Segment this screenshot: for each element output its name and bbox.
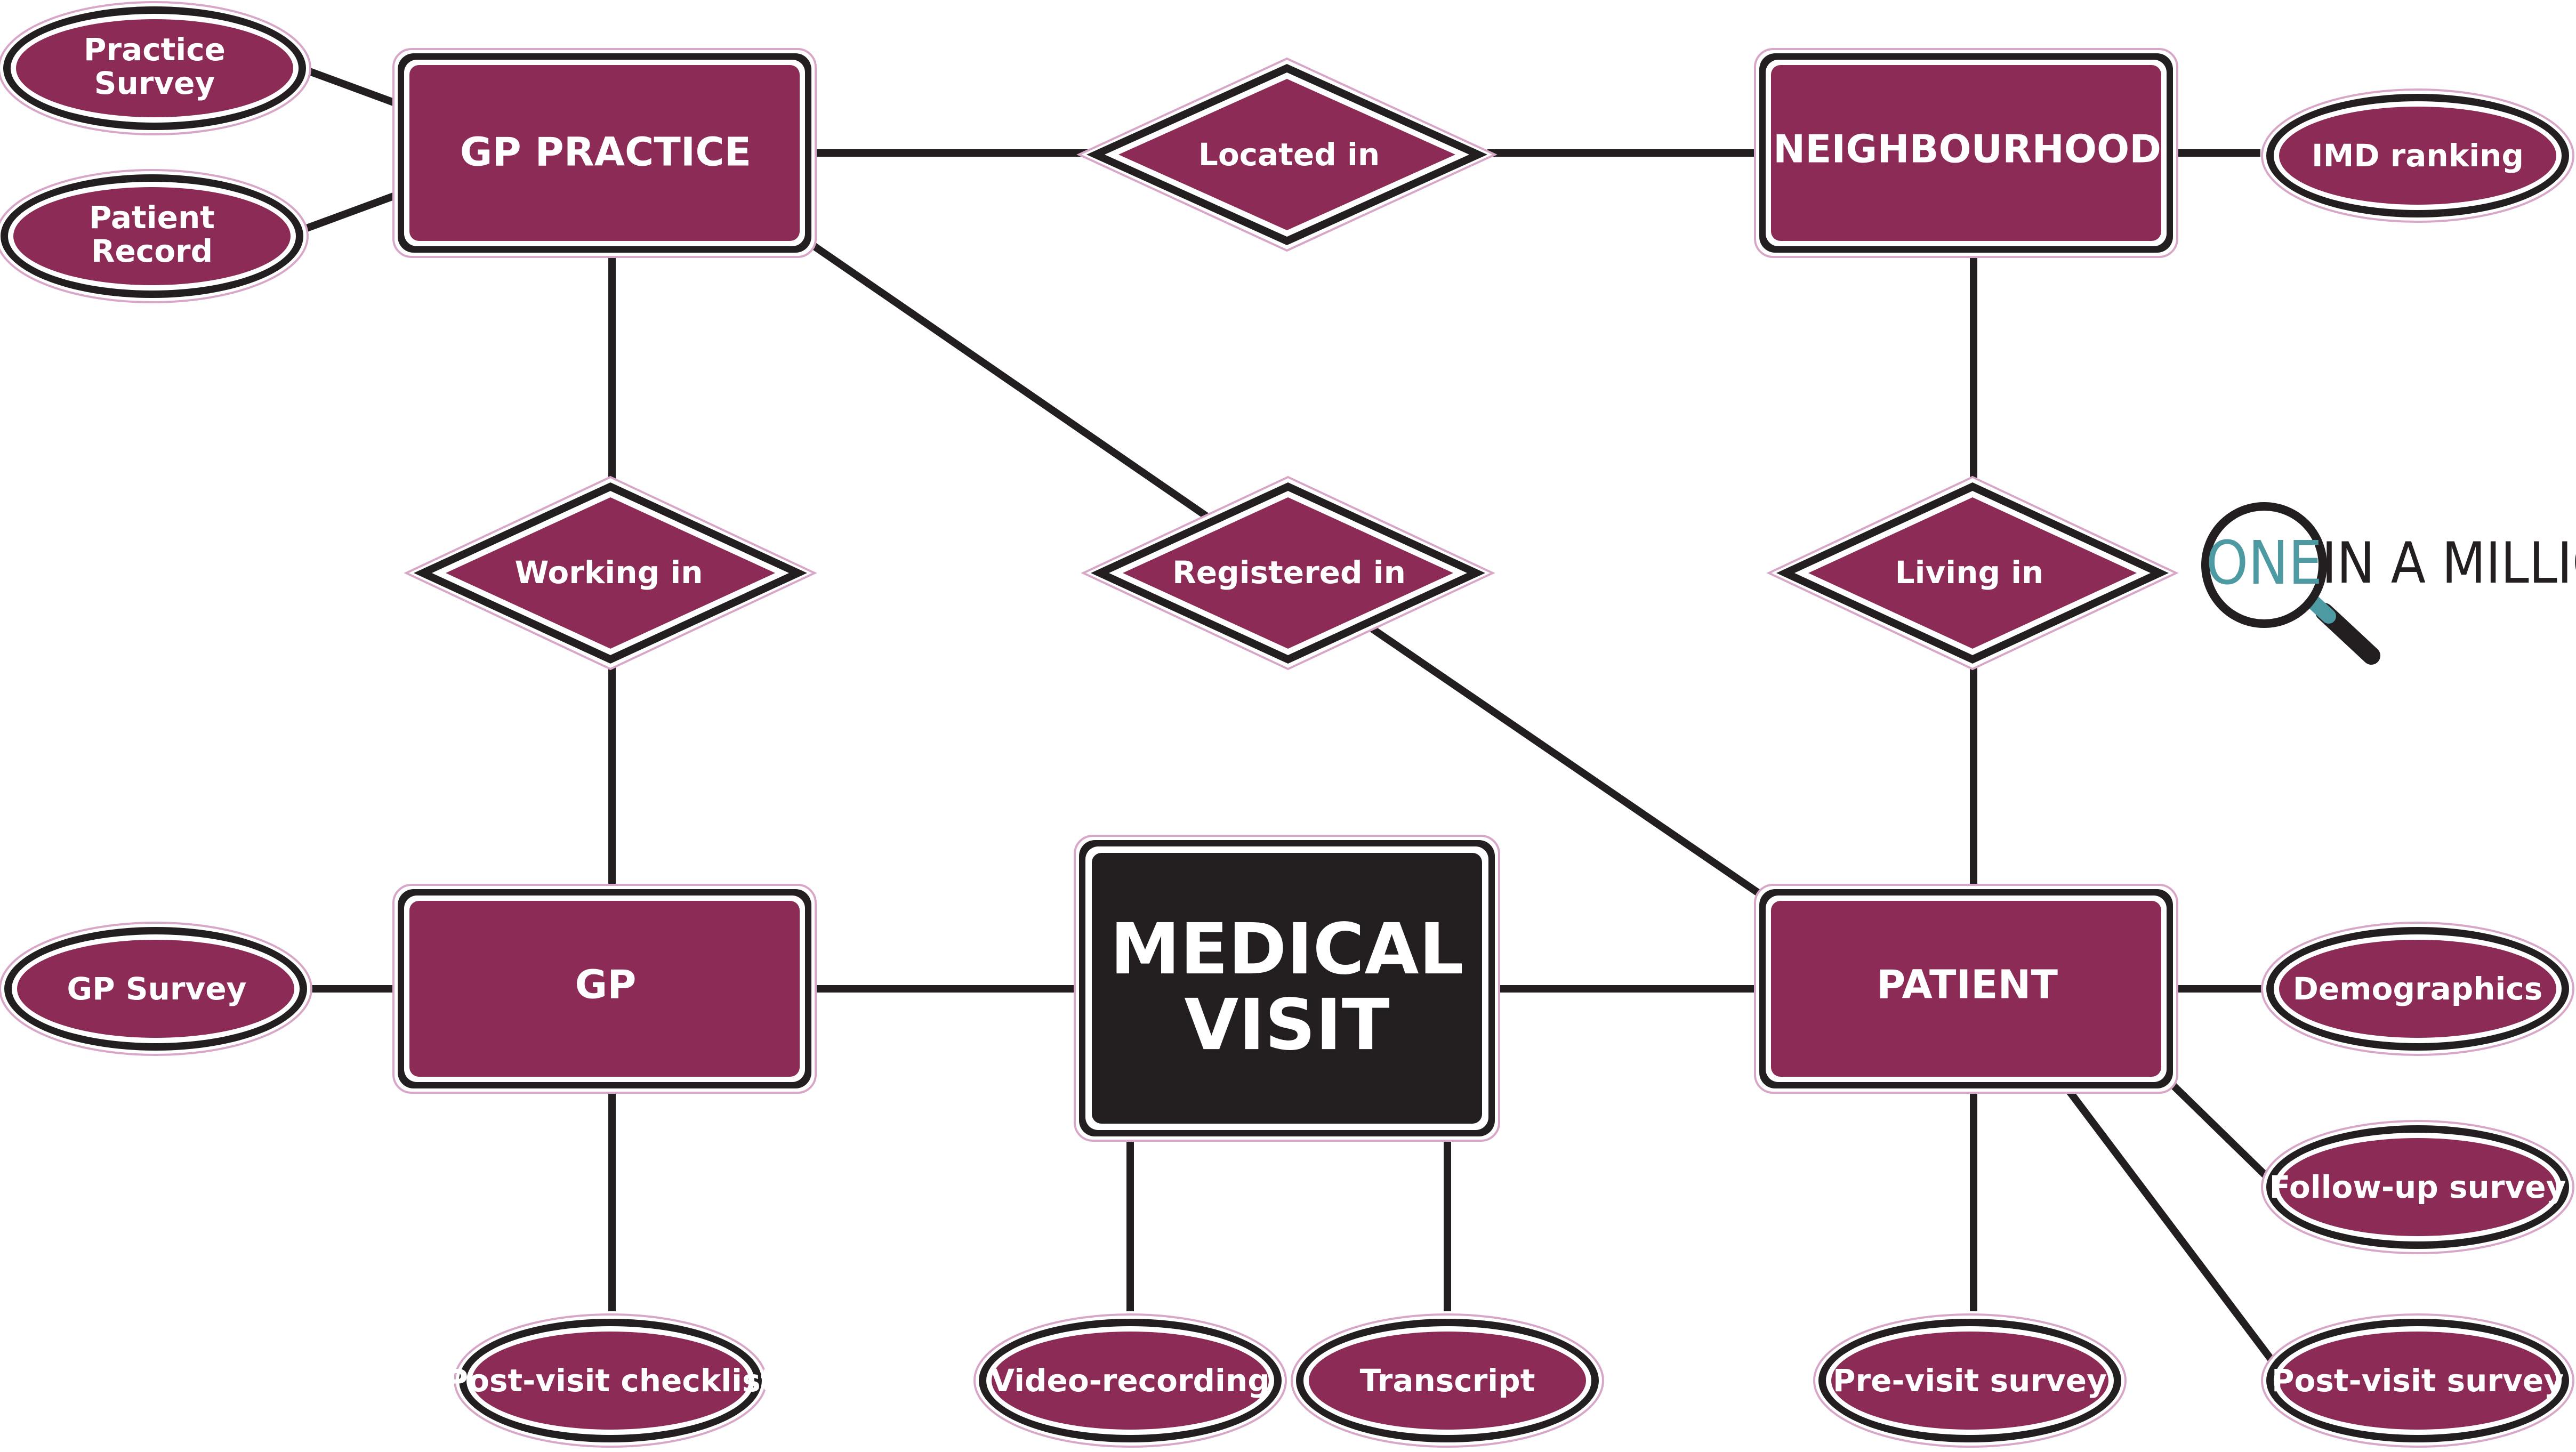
practice-survey-label-line1: Practice xyxy=(84,31,226,68)
relationship-located-in: Located in xyxy=(1076,57,1498,252)
attribute-patient-record: Patient Record xyxy=(0,169,309,303)
medical-visit-label-line1: MEDICAL xyxy=(1110,908,1463,990)
entity-medical-visit: MEDICAL VISIT xyxy=(1074,835,1500,1142)
relationship-living-in: Living in xyxy=(1766,475,2179,671)
attribute-post-visit-checklist: Post-visit checklist xyxy=(446,1313,776,1448)
attribute-follow-up-survey: Follow-up survey xyxy=(2261,1120,2574,1254)
entity-patient: PATIENT xyxy=(1754,884,2178,1094)
link-follow-up xyxy=(2167,1079,2279,1189)
attribute-practice-survey: Practice Survey xyxy=(0,1,311,135)
working-in-label: Working in xyxy=(515,554,703,591)
patient-label: PATIENT xyxy=(1877,962,2058,1008)
gp-survey-label: GP Survey xyxy=(67,971,247,1007)
entity-gp-practice: GP PRACTICE xyxy=(392,48,817,258)
link-practice-registered xyxy=(803,237,1218,526)
attribute-video-recording: Video-recording xyxy=(973,1313,1287,1448)
practice-survey-label-line2: Survey xyxy=(94,65,215,101)
gp-label: GP xyxy=(575,962,637,1008)
entity-gp: GP xyxy=(392,884,817,1094)
living-in-label: Living in xyxy=(1895,554,2044,591)
pre-visit-survey-label: Pre-visit survey xyxy=(1833,1362,2107,1399)
attribute-pre-visit-survey: Pre-visit survey xyxy=(1813,1313,2127,1448)
imd-ranking-label: IMD ranking xyxy=(2312,138,2524,174)
entity-neighbourhood: NEIGHBOURHOOD xyxy=(1754,48,2178,258)
demographics-label: Demographics xyxy=(2293,971,2543,1007)
attribute-transcript: Transcript xyxy=(1291,1313,1604,1448)
one-in-a-million-logo: ONE IN A MILLION xyxy=(2201,502,2576,665)
gp-practice-label: GP PRACTICE xyxy=(460,130,751,175)
patient-record-label-line1: Patient xyxy=(89,199,215,236)
link-patient-record xyxy=(302,188,407,233)
attribute-post-visit-survey: Post-visit survey xyxy=(2261,1313,2574,1448)
video-recording-label: Video-recording xyxy=(991,1362,1270,1399)
transcript-label: Transcript xyxy=(1360,1362,1535,1399)
post-visit-survey-label: Post-visit survey xyxy=(2272,1362,2564,1399)
attribute-demographics: Demographics xyxy=(2261,922,2574,1056)
relationship-working-in: Working in xyxy=(404,475,817,671)
logo-rest-text: IN A MILLION xyxy=(2322,530,2576,596)
link-registered-patient xyxy=(1363,620,1772,904)
link-practice-survey xyxy=(302,66,407,110)
logo-one-text: ONE xyxy=(2206,529,2322,598)
connectors xyxy=(301,62,2285,1374)
patient-record-label-line2: Record xyxy=(91,233,213,269)
attribute-imd-ranking: IMD ranking xyxy=(2261,88,2574,223)
magnifying-glass-icon xyxy=(2201,502,2380,665)
follow-up-survey-label: Follow-up survey xyxy=(2269,1169,2566,1205)
relationship-registered-in: Registered in xyxy=(1081,475,1495,671)
registered-in-label: Registered in xyxy=(1172,554,1406,591)
post-visit-checklist-label: Post-visit checklist xyxy=(446,1362,776,1399)
attribute-gp-survey: GP Survey xyxy=(0,922,312,1056)
neighbourhood-label: NEIGHBOURHOOD xyxy=(1773,127,2161,172)
medical-visit-label-line2: VISIT xyxy=(1184,984,1390,1066)
located-in-label: Located in xyxy=(1198,136,1380,173)
link-post-visit-survey xyxy=(2065,1087,2282,1373)
